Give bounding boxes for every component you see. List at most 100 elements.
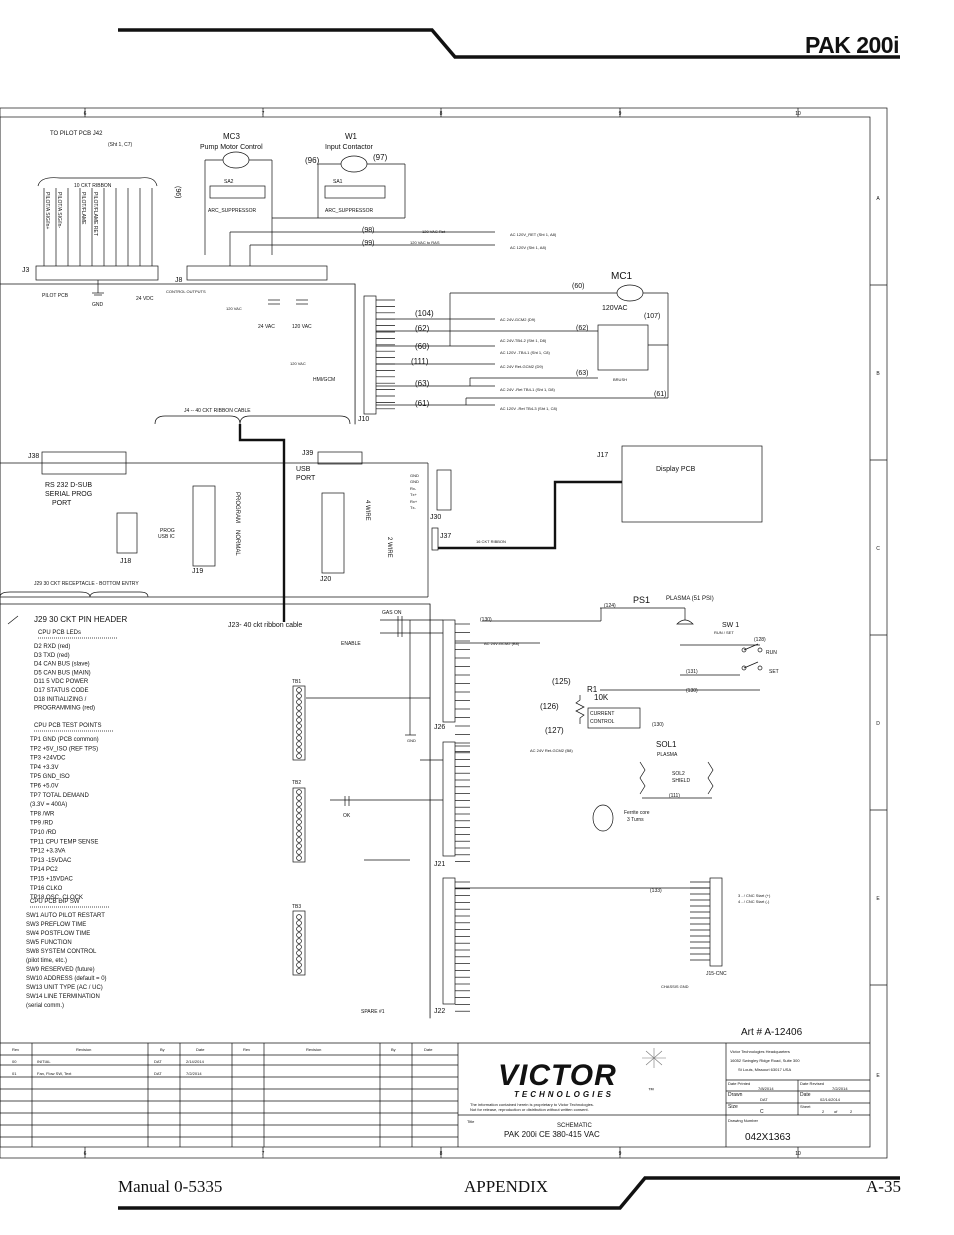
j29-header-block: J29 30 CKT PIN HEADER J23- 40 ckt ribbon… [0, 603, 430, 629]
arc-suppressor-1: ARC_SUPPRESSOR [208, 208, 256, 214]
title-label: Title [467, 1119, 475, 1124]
ok-label: OK [343, 813, 351, 819]
2wire-label: 2 WIRE [386, 537, 392, 558]
j20-label: J20 [320, 576, 331, 583]
w1-block: W1 Input Contactor SA1 ARC_SUPPRESSOR (9… [272, 132, 406, 219]
col-label-9b: 9 [619, 1151, 622, 1157]
prog-usb-2: USB IC [158, 534, 175, 540]
j37-label: J37 [440, 533, 451, 540]
rev-r2c2: Fan, Flow SW, Text [37, 1071, 72, 1076]
doc-type: SCHEMATIC [557, 1123, 593, 1129]
rev-r1c4: 2/14/2014 [186, 1059, 205, 1064]
rev-r1c3: DAT [154, 1059, 162, 1064]
j15-block: J15-CNC 3 - / CNC Start (+) 4 - / CNC St… [455, 877, 771, 989]
rev-h4b: Date [424, 1047, 433, 1052]
drawn-label: Drawn [728, 1092, 743, 1098]
sheet: 2 [822, 1109, 825, 1114]
sht-ref-c7: (Sht 1, C7) [108, 142, 133, 148]
24vac-label: 24 VAC [258, 324, 275, 330]
ps1-label: PS1 [633, 595, 650, 605]
cpu_leds-title: CPU PCB LEDs [38, 630, 81, 636]
cpu_test-item: TP2 +5V_ISO (REF TPS) [30, 746, 98, 752]
sheet-of: of [834, 1109, 838, 1114]
terminal-circles [296, 687, 302, 974]
cpu_test-item: TP4 +3.3V [30, 765, 59, 771]
terminal-screw [296, 789, 302, 795]
proprietary-1: The information contained herein is prop… [470, 1102, 594, 1107]
ac120-ret-ref: AC 120V_RET (Sht 1, A8) [510, 232, 557, 237]
cpu_test-item: TP5 GND_ISO [30, 774, 70, 780]
gcm-5: AC 24V -Ret TB4-1 (Sht 1, D8) [500, 387, 556, 392]
usb-2: PORT [296, 475, 316, 482]
col-label-7b: 7 [262, 1151, 265, 1157]
wire-62: (62) [415, 324, 430, 333]
cpu_test-item: TP15 +15VDAC [30, 877, 74, 883]
rs232-1: RS 232 D-SUB [45, 482, 92, 489]
gnd-label: GND [92, 302, 104, 308]
cpu_test-item: TP3 +24VDC [30, 756, 66, 762]
terminal-screw [296, 741, 302, 747]
24vdc-label: 24 VDC [136, 296, 154, 302]
row-label-b: B [876, 371, 880, 377]
date-printed: 7/8/2014 [758, 1086, 774, 1091]
sol1-plasma: PLASMA [657, 752, 678, 758]
normal-label: NORMAL [234, 530, 240, 556]
terminal-screw [296, 693, 302, 699]
w1-name: Input Contactor [325, 144, 374, 151]
date-printed-label: Date Printed [728, 1081, 750, 1086]
terminal-screw [296, 813, 302, 819]
address-3: St Louis, Missouri 63017 USA [738, 1067, 791, 1072]
wire-99: (99) [362, 240, 374, 247]
col-label-7: 7 [262, 111, 265, 117]
wire-107: (107) [644, 313, 660, 320]
cpu_test-item: TP9 /RD [30, 821, 54, 827]
cpu_test-item: TP14 PC2 [30, 867, 58, 873]
120vac-label: 120 VAC [292, 324, 312, 330]
row-label-a: A [876, 196, 880, 202]
r1-value: 10K [594, 693, 609, 702]
j26-label: J26 [434, 724, 445, 731]
cpu_test-item: TP7 TOTAL DEMAND [30, 793, 89, 799]
address-2: 16052 Swingley Ridge Road, Suite 300 [730, 1058, 800, 1063]
date: 02/14/2014 [820, 1097, 841, 1102]
terminal-screw [296, 849, 302, 855]
j21-label: J21 [434, 861, 445, 868]
terminal-screw [296, 950, 302, 956]
to-pilot-label: TO PILOT PCB J42 [50, 131, 103, 137]
cpu_test-item: TP18 OSC_CLOCK [30, 895, 83, 901]
wire-60b: (60) [572, 283, 584, 290]
j30-pin-5: Rx+ [410, 499, 418, 504]
control-outputs-label: CONTROL OUTPUTS [166, 289, 206, 294]
program-label: PROGRAM [234, 492, 240, 523]
wire-128: (128) [754, 637, 766, 643]
pilot-section: TO PILOT PCB J42 (Sht 1, C7) 10 CKT RIBB… [0, 131, 355, 308]
spare1-label: SPARE #1 [361, 1009, 385, 1015]
cnc-start-1: 3 - / CNC Start (+) [738, 893, 771, 898]
rs232-3: PORT [52, 500, 72, 507]
row-label-f: E [876, 1073, 880, 1079]
victor-star-icon [642, 1048, 666, 1068]
rev-h1b: Rev [243, 1047, 250, 1052]
wire-62b: (62) [576, 325, 588, 332]
cpu_leds-item: D2 RXD (red) [34, 644, 70, 650]
cpu_test-item: TP1 GND (PCB common) [30, 737, 99, 743]
victor-logo: VICTOR [498, 1059, 617, 1092]
ac120-ref: AC 120V (Sht 1, A8) [510, 245, 547, 250]
gcm-2: AC 24V-TB4-2 (Sht 1, D8) [500, 338, 547, 343]
j18-label: J18 [120, 558, 131, 565]
terminal-screw [296, 956, 302, 962]
col-label-6b: 6 [84, 1151, 87, 1157]
tb1-label: TB1 [292, 679, 301, 685]
rev-r1c2: INITIAL [37, 1059, 51, 1064]
header-bar [118, 28, 900, 59]
terminal-screw [296, 968, 302, 974]
run-label: RUN [766, 650, 777, 656]
chassis-gnd: CHASSIS GND [661, 984, 689, 989]
wire-98: (98) [362, 227, 374, 234]
victor-tm: ™ [648, 1087, 654, 1094]
wire-104: (104) [415, 309, 434, 318]
cpu_dip-item: (pilot time, etc.) [26, 958, 67, 964]
drawing-number: 042X1363 [745, 1132, 791, 1143]
